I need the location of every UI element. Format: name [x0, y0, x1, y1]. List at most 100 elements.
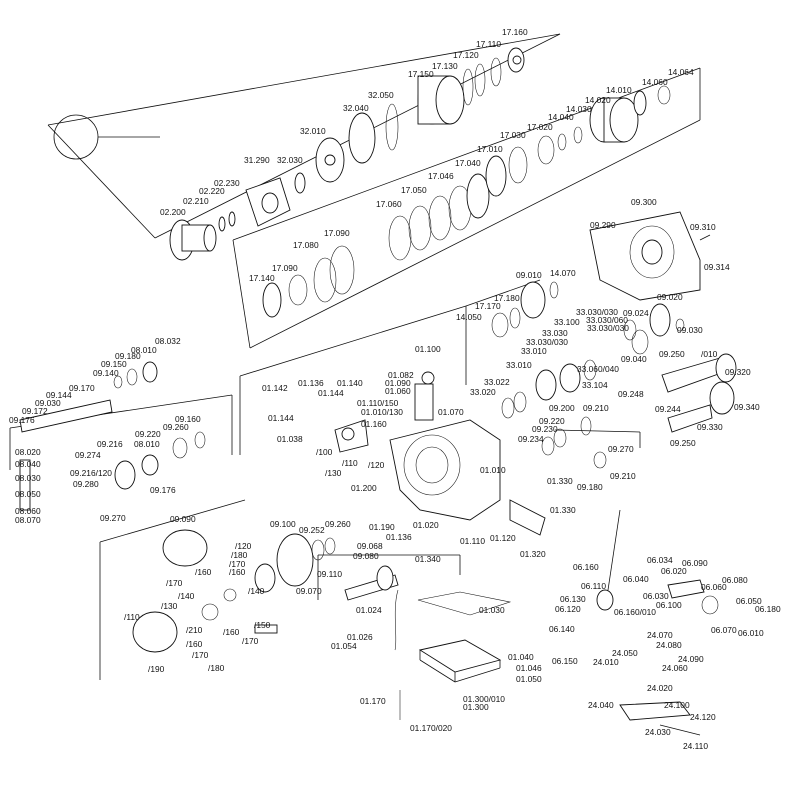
- label: 24.070: [647, 630, 673, 640]
- label: 24.030: [645, 727, 671, 737]
- left-gear-group: [19, 361, 206, 511]
- label: 06.130: [560, 594, 586, 604]
- label: 06.160/010: [614, 607, 656, 617]
- label: 09.180: [115, 351, 141, 361]
- diff-case-09090: [162, 529, 208, 567]
- label: 09.010: [516, 270, 542, 280]
- label: 01.024: [356, 605, 382, 615]
- label: 09.314: [704, 262, 730, 272]
- label: /110: [124, 612, 140, 622]
- differential-group: [132, 529, 399, 653]
- label: /210: [186, 625, 203, 635]
- label: 33.100: [554, 317, 580, 327]
- label: 06.010: [738, 628, 764, 638]
- label: 17.080: [293, 240, 319, 250]
- label: 17.090: [272, 263, 298, 273]
- label: 09.274: [75, 450, 101, 460]
- label: /130: [161, 601, 178, 611]
- label: 09.310: [690, 222, 716, 232]
- label: 17.020: [527, 122, 553, 132]
- top-planetary-parts: [169, 47, 525, 261]
- label: 09.260: [163, 422, 189, 432]
- label: 01.090: [385, 378, 411, 388]
- label: 17.050: [401, 185, 427, 195]
- label: 01.110: [460, 536, 485, 546]
- label: 06.160: [573, 562, 599, 572]
- label: 24.110: [683, 741, 708, 751]
- label: 17.160: [502, 27, 528, 37]
- label: 01.120: [490, 533, 516, 543]
- label: 09.248: [618, 389, 644, 399]
- label: 09.250: [659, 349, 685, 359]
- label: 17.060: [376, 199, 402, 209]
- diff-case-110: [132, 611, 178, 653]
- shift-lever-group: [596, 509, 719, 736]
- label: 09.110: [317, 569, 342, 579]
- label: 01.110/150: [357, 398, 399, 408]
- label: /170: [166, 578, 183, 588]
- label: 17.140: [249, 273, 275, 283]
- label: 06.040: [623, 574, 649, 584]
- label: 33.010: [506, 360, 532, 370]
- label: 33.104: [582, 380, 608, 390]
- transmission-case: [334, 371, 546, 536]
- label: /170: [192, 650, 209, 660]
- label: 09.230: [532, 424, 558, 434]
- label: 24.120: [690, 712, 716, 722]
- label: 01.330: [550, 505, 576, 515]
- label: 01.160: [361, 419, 387, 429]
- label: 17.150: [408, 69, 434, 79]
- label: 17.170: [475, 301, 501, 311]
- label: 14.050: [456, 312, 482, 322]
- label: 06.090: [682, 558, 708, 568]
- label: 01.136: [298, 378, 324, 388]
- label: 09.244: [655, 404, 681, 414]
- label: 01.050: [516, 674, 542, 684]
- label: 24.050: [612, 648, 638, 658]
- label: 01.142: [262, 383, 288, 393]
- label: 09.220: [135, 429, 161, 439]
- label: 14.060: [642, 77, 668, 87]
- label: /190: [148, 664, 165, 674]
- label: 01.010: [480, 465, 506, 475]
- label: 01.190: [369, 522, 395, 532]
- label: 09.290: [590, 220, 616, 230]
- label: 01.046: [516, 663, 542, 673]
- label: 09.270: [100, 513, 126, 523]
- oil-pan-group: [394, 589, 512, 720]
- label: 24.010: [593, 657, 619, 667]
- label: 01.340: [415, 554, 441, 564]
- shaft-09144: [19, 399, 113, 433]
- label: 09.180: [577, 482, 603, 492]
- label: 17.180: [494, 293, 520, 303]
- label: 09.210: [610, 471, 636, 481]
- label: 17.010: [477, 144, 503, 154]
- valve-01010: [414, 383, 434, 421]
- label: 14.010: [606, 85, 632, 95]
- label: 09.150: [101, 359, 127, 369]
- label: 24.080: [656, 640, 682, 650]
- label: 24.090: [678, 654, 704, 664]
- label: 08.010: [134, 439, 160, 449]
- label: /010: [701, 349, 718, 359]
- label: /120: [235, 541, 252, 551]
- label: 33.020: [470, 387, 496, 397]
- label: 01.140: [337, 378, 363, 388]
- gear-09020: [649, 303, 671, 337]
- label: 06.050: [736, 596, 762, 606]
- label: 09.300: [631, 197, 657, 207]
- label: 01.026: [347, 632, 373, 642]
- label: 01.170/020: [410, 723, 452, 733]
- label: 01.070: [438, 407, 464, 417]
- label: 14.020: [585, 95, 611, 105]
- gasket-01030: [417, 591, 512, 616]
- label: /180: [231, 550, 248, 560]
- label: 06.110: [581, 581, 606, 591]
- label: 09.030: [35, 398, 61, 408]
- label: 01.330: [547, 476, 573, 486]
- label: 09.216/120: [70, 468, 112, 478]
- label: 01.060: [385, 386, 411, 396]
- label: 24.040: [588, 700, 614, 710]
- label: 17.040: [455, 158, 481, 168]
- label: 09.260: [325, 519, 351, 529]
